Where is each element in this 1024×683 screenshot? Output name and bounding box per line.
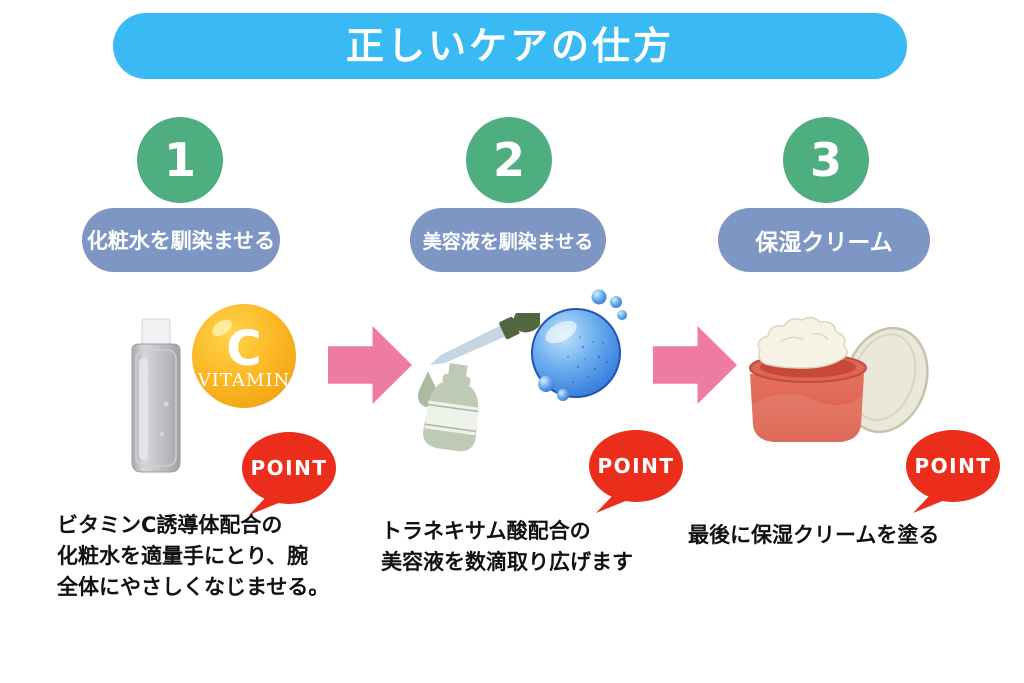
step-1-number-badge: 1 <box>137 117 223 203</box>
point-label: POINT <box>915 454 992 478</box>
droplet-speckles <box>567 336 608 383</box>
bubble <box>591 289 607 305</box>
bubble-tail <box>913 494 945 513</box>
description-line: 最後に保湿クリームを塗る <box>688 523 940 547</box>
cream-swirl <box>779 332 829 343</box>
vitamin-word: VITAMIN <box>197 370 290 391</box>
bubble-tail <box>249 496 281 515</box>
step-2-label-pill: 美容液を馴染ませる <box>410 208 606 272</box>
bubble <box>557 389 569 401</box>
point-label: POINT <box>598 454 675 478</box>
header-banner: 正しいケアの仕方 <box>113 13 907 79</box>
step-1-number: 1 <box>163 133 196 187</box>
step-1-label: 化粧水を馴染ませる <box>86 229 276 253</box>
dropper-icon <box>430 313 540 365</box>
point-speech-bubble: POINT <box>589 430 683 513</box>
step-2-description: トラネキサム酸配合の 美容液を数滴取り広げます <box>381 516 633 578</box>
step-3-label: 保湿クリーム <box>755 230 893 256</box>
page-title: 正しいケアの仕方 <box>345 24 674 68</box>
step-2-label: 美容液を馴染ませる <box>422 230 594 253</box>
description-line: トラネキサム酸配合の <box>381 519 591 543</box>
jar-body-highlight <box>752 393 862 442</box>
jar-body <box>750 374 864 442</box>
step-2-number: 2 <box>492 133 525 187</box>
step-3-description: 最後に保湿クリームを塗る <box>688 520 939 551</box>
bottle-cap <box>141 318 171 346</box>
vitamin-c-letter: C <box>226 321 261 377</box>
bubble-tail <box>596 494 628 513</box>
description-line: 美容液を数滴取り広げます <box>381 550 633 574</box>
cream-mound <box>757 316 848 369</box>
cream-jar-illustration <box>749 316 929 442</box>
point-speech-bubble: POINT <box>242 432 336 515</box>
step-2-number-badge: 2 <box>466 117 552 203</box>
step-1-label-pill: 化粧水を馴染ませる <box>82 208 280 272</box>
arrow-right-icon <box>653 326 737 404</box>
serum-bottle-icon <box>423 363 479 452</box>
point-speech-bubble: POINT <box>906 430 1000 513</box>
point-label: POINT <box>251 456 328 480</box>
step-3-number: 3 <box>809 133 842 187</box>
step-1-description: ビタミンC誘導体配合の 化粧水を適量手にとり、腕 全体にやさしくなじませる。 <box>57 510 329 603</box>
toner-bottle-illustration <box>131 318 181 473</box>
description-line: ビタミンC誘導体配合の <box>57 513 283 537</box>
droplet-highlight <box>545 320 577 344</box>
bubble <box>610 296 622 308</box>
badge-highlight <box>212 319 232 337</box>
step-3-label-pill: 保湿クリーム <box>718 208 930 272</box>
serum-droplet-illustration <box>531 289 627 401</box>
description-line: 全体にやさしくなじませる。 <box>57 575 330 599</box>
bubble <box>538 376 554 392</box>
step-3-number-badge: 3 <box>783 117 869 203</box>
bubble <box>617 310 627 320</box>
description-line: 化粧水を適量手にとり、腕 <box>57 544 309 568</box>
vitamin-c-badge-icon: C VITAMIN <box>192 304 296 408</box>
serum-dropper-illustration <box>418 313 540 452</box>
